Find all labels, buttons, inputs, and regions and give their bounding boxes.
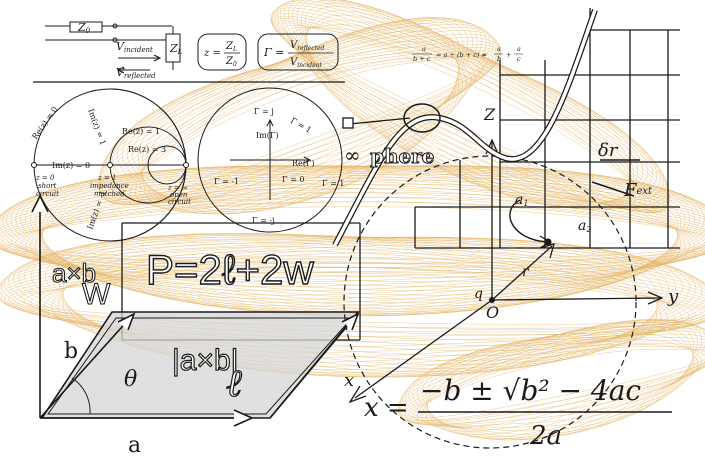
svg-text:c: c	[517, 55, 521, 63]
y-axis-label: y	[667, 286, 679, 307]
dashed-orbit	[343, 155, 637, 449]
phere-text: phere	[370, 144, 435, 168]
svg-text:impedance: impedance	[90, 182, 129, 190]
svg-text:open: open	[170, 191, 188, 199]
sphere-text: ∞ phere	[344, 143, 435, 169]
svg-text:matched: matched	[94, 190, 125, 198]
r-vector-label: r	[522, 264, 530, 280]
svg-text:short: short	[38, 182, 57, 190]
f-ext-label: Fext	[623, 180, 653, 201]
svg-text:Re(z) = 3: Re(z) = 3	[128, 145, 166, 154]
curved-path	[332, 8, 640, 249]
svg-text:Γ = 1: Γ = 1	[322, 179, 344, 188]
svg-text:Γ = 1: Γ = 1	[289, 116, 313, 135]
svg-text:Γ = -j: Γ = -j	[252, 216, 275, 225]
svg-text:Γ = 0: Γ = 0	[282, 175, 304, 184]
z-eq-label: z =	[203, 48, 221, 59]
gamma-eq-label: Γ =	[263, 46, 284, 59]
fraction-rule: a b + c = a ÷ (b + c) ≠ a b + a c	[412, 45, 523, 63]
smith-chart-right	[197, 87, 343, 233]
infinity-symbol: ∞	[344, 143, 361, 167]
svg-text:b: b	[497, 55, 501, 63]
svg-text:Im(z) = 0: Im(z) = 0	[52, 161, 90, 170]
svg-text:Re(Γ): Re(Γ)	[292, 159, 315, 168]
gamma-bot: Vincident	[290, 57, 323, 69]
quad-numerator: −b ± √b² − 4ac	[420, 374, 641, 407]
w-text: W	[82, 278, 111, 311]
vector-arrows	[31, 194, 360, 427]
svg-text:a: a	[517, 45, 521, 53]
parallelogram-labels: θ b a	[64, 339, 141, 458]
origin-dot	[489, 297, 495, 303]
particle-dot	[544, 238, 552, 246]
quad-x-eq: x =	[364, 393, 409, 423]
theta-label: θ	[124, 367, 137, 392]
svg-text:Γ = -1: Γ = -1	[214, 177, 239, 186]
svg-text:a: a	[497, 45, 501, 53]
transmission-labels: Z0 Vincident Vreflected ZL z = ZL Z0 Γ =…	[77, 21, 334, 80]
v-incident-label: Vincident	[116, 40, 153, 54]
coordinate-axes	[348, 138, 664, 404]
origin-label: O	[486, 303, 499, 322]
b-side-label: b	[64, 339, 78, 364]
v-reflected-label: Vreflected	[116, 66, 156, 80]
axb-text: a×b	[52, 258, 96, 288]
svg-text:Im(z) = 1: Im(z) = 1	[86, 108, 107, 147]
svg-text:z = 0: z = 0	[35, 174, 55, 182]
smith-chart-left	[31, 88, 189, 242]
x-axis-label: x	[344, 370, 354, 391]
grid-lines	[414, 8, 680, 249]
q-label: q	[474, 286, 483, 302]
svg-text:a: a	[422, 45, 426, 53]
a2-label: a2	[578, 218, 591, 234]
svg-text:circuit: circuit	[36, 190, 59, 198]
a-side-label: a	[128, 433, 141, 458]
svg-text:Γ = j: Γ = j	[254, 107, 274, 116]
svg-text:Im(Γ): Im(Γ)	[256, 131, 279, 140]
svg-text:b + c: b + c	[413, 55, 431, 63]
zl-label: ZL	[169, 42, 183, 56]
z-frac-bot: Z0	[225, 56, 237, 68]
abs-cross-product: |a×b|	[172, 344, 238, 377]
quad-denominator: 2a	[529, 421, 562, 451]
z-knob-label: Z	[483, 105, 496, 124]
outlined-formulas: a×b W P=2ℓ+2w |a×b| ℓ	[51, 245, 315, 405]
quadratic-formula: x = −b ± √b² − 4ac 2a	[364, 374, 672, 451]
z-frac-top: ZL	[225, 41, 237, 53]
svg-text:Re(z) = 0: Re(z) = 0	[30, 105, 59, 141]
svg-text:z = ∞: z = ∞	[167, 184, 188, 192]
svg-text:circuit: circuit	[168, 198, 191, 206]
a1-label: a1	[515, 192, 528, 208]
delta-r-label: δr	[598, 140, 619, 161]
gamma-top: Vreflected	[290, 40, 325, 52]
svg-text:= a ÷ (b + c) ≠: = a ÷ (b + c) ≠	[436, 51, 487, 59]
svg-text:+: +	[506, 51, 511, 59]
svg-text:z = 1: z = 1	[97, 174, 116, 182]
svg-text:Re(z) = 1: Re(z) = 1	[122, 127, 160, 136]
ell-symbol: ℓ	[226, 361, 242, 405]
perimeter-formula: P=2ℓ+2w	[146, 246, 314, 293]
axis-labels: y x q O r δr Fext a1 a2 Z	[344, 105, 679, 391]
z0-label: Z0	[77, 21, 91, 35]
transmission-line-diagram	[33, 21, 345, 83]
